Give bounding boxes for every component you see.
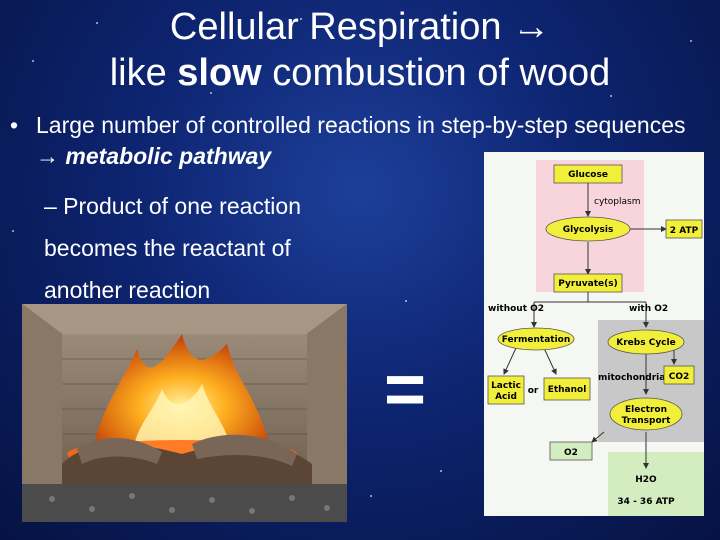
main-bullet: • Large number of controlled reactions i… (10, 110, 710, 172)
atp2-box (665, 219, 703, 239)
ethanol-box (543, 377, 591, 401)
without-o2-label: without O2 (488, 304, 544, 314)
atp2-label: 2 ATP (670, 226, 699, 236)
or-label: or (528, 386, 539, 396)
sub-line2: becomes the reactant of (44, 235, 291, 261)
arrow-right-icon: → (512, 6, 551, 48)
electron-transport-label-2: Transport (622, 416, 671, 426)
sub-line1: – Product of one reaction (44, 193, 301, 219)
glucose-label: Glucose (568, 170, 608, 180)
respiration-flow-diagram: Glucose cytoplasm Glycolysis 2 ATP Pyruv… (484, 152, 704, 516)
electron-transport-label-1: Electron (625, 405, 667, 415)
glycolysis-label: Glycolysis (563, 225, 614, 235)
sub-line3: another reaction (44, 277, 211, 303)
pyruvate-label: Pyruvate(s) (558, 279, 617, 289)
sub-bullet: – Product of one reaction becomes the re… (44, 185, 464, 311)
h2o-label: H2O (635, 475, 657, 485)
mitochondria-label: mitochondria (598, 373, 665, 383)
fireplace-image (22, 304, 347, 522)
atp-final-label: 34 - 36 ATP (617, 497, 675, 507)
title-line2-bold: slow (177, 52, 262, 94)
bullet-emphasis: metabolic pathway (65, 143, 272, 169)
ethanol-label: Ethanol (548, 385, 587, 395)
page-title: Cellular Respiration → like slow combust… (0, 4, 720, 96)
atp-region (608, 452, 704, 516)
lactic-acid-label-1: Lactic (491, 381, 521, 391)
title-line2-pre: like (109, 52, 178, 94)
equals-sign: = (383, 350, 427, 430)
with-o2-label: with O2 (629, 304, 668, 314)
lactic-acid-box (487, 375, 525, 405)
fermentation-label: Fermentation (502, 335, 571, 345)
arrow-right-icon: → (36, 143, 59, 169)
krebs-oval (607, 329, 685, 355)
glucose-box (553, 164, 623, 184)
electron-transport-oval (609, 397, 683, 431)
co2-label: CO2 (669, 372, 690, 382)
cytoplasm-label: cytoplasm (594, 197, 641, 207)
o2-box (549, 441, 593, 461)
bullet-dot-icon: • (10, 112, 19, 138)
krebs-label: Krebs Cycle (616, 338, 675, 348)
title-line2-post: combustion of wood (261, 52, 611, 94)
title-line1: Cellular Respiration (169, 6, 502, 48)
o2-label: O2 (564, 448, 578, 458)
lactic-acid-label-2: Acid (495, 392, 517, 402)
pyruvate-box (553, 273, 623, 293)
glycolysis-oval (545, 216, 631, 242)
bullet-text: Large number of controlled reactions in … (36, 112, 686, 138)
co2-box (663, 365, 695, 385)
fermentation-oval (497, 327, 575, 351)
